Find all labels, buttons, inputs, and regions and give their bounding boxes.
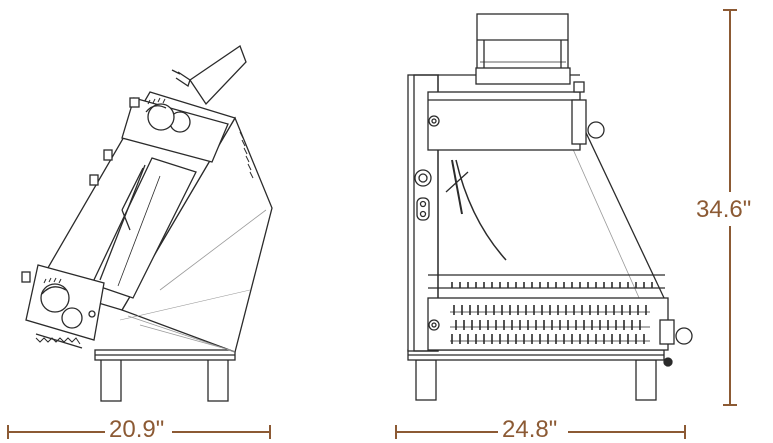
front-top-handle: [587, 121, 605, 139]
front-scraper: [455, 159, 507, 261]
dimension-height-label: 34.6": [694, 195, 754, 225]
dimension-side-width-label: 20.9": [105, 418, 169, 442]
side-view: [21, 44, 273, 402]
side-bottom-roller: [61, 307, 83, 329]
front-view: [407, 13, 693, 401]
side-leg-left: [100, 358, 122, 402]
side-bottom-comb: [35, 337, 81, 345]
side-leg-right: [207, 358, 229, 402]
front-leg-left: [415, 359, 437, 401]
dimension-line-front-width: [395, 425, 686, 439]
dimension-lines: [7, 9, 737, 439]
side-window: [91, 157, 197, 299]
front-comb-teeth: [450, 282, 653, 344]
dimension-line-height: [723, 9, 737, 406]
front-side-panel: [579, 119, 666, 301]
front-bottom-handle: [675, 327, 693, 345]
dimension-front-width-label: 24.8": [498, 418, 562, 442]
side-hopper: [189, 44, 247, 106]
front-control-knob: [414, 169, 432, 187]
front-leg-right: [635, 359, 657, 401]
front-hopper: [476, 13, 569, 75]
dimension-line-side-width: [7, 425, 271, 439]
front-top-roller-housing: [427, 91, 581, 151]
